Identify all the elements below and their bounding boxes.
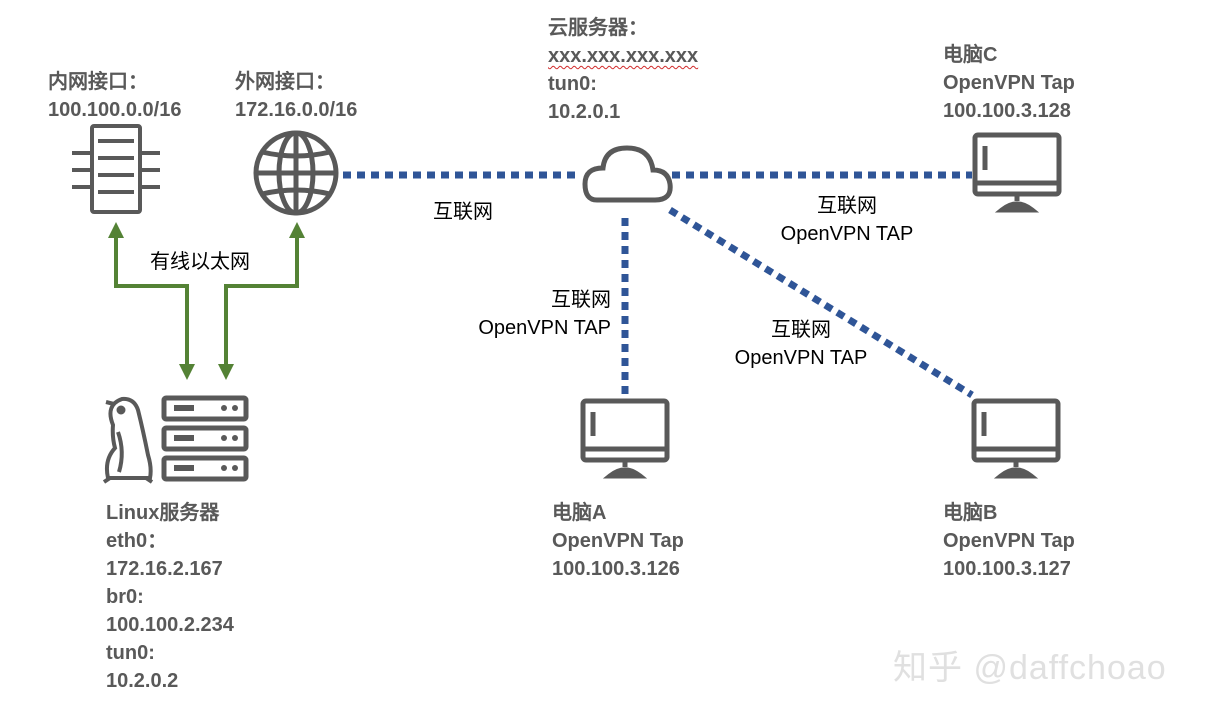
edge-label-cloud-pc-b: 互联网 OpenVPN TAP [734, 319, 868, 369]
extranet-label: 外网接口： 172.16.0.0/16 [235, 71, 358, 121]
edge-label-cloud-pc-a: 互联网 OpenVPN TAP [478, 289, 611, 339]
server-rack-icon [72, 124, 160, 214]
penguin-icon [102, 396, 154, 484]
pc-b-label: 电脑B OpenVPN Tap 100.100.3.127 [943, 502, 1075, 580]
monitor-icon-pc-b [971, 398, 1061, 479]
cloud-icon [582, 145, 673, 203]
internet-edge-label: 互联网 [433, 201, 493, 223]
ethernet-arrow-intranet [108, 222, 195, 380]
link-cloud-pc-b [668, 207, 974, 398]
cloud-server-label: 云服务器： xxx.xxx.xxx.xxx tun0: 10.2.0.1 [548, 17, 699, 123]
globe-icon [253, 130, 339, 216]
ethernet-arrow-extranet [218, 222, 305, 380]
edge-label-cloud-pc-c: 互联网 OpenVPN TAP [780, 195, 914, 245]
pc-c-label: 电脑C OpenVPN Tap 100.100.3.128 [943, 44, 1075, 122]
ethernet-edge-label: 有线以太网 [150, 251, 250, 273]
monitor-icon-pc-c [972, 132, 1062, 213]
pc-a-label: 电脑A OpenVPN Tap 100.100.3.126 [552, 502, 684, 580]
intranet-label: 内网接口： 100.100.0.0/16 [48, 71, 182, 121]
monitor-icon-pc-a [580, 398, 670, 479]
watermark: 知乎 @daffchoao [893, 649, 1167, 687]
linux-server-label: Linux服务器 eth0： 172.16.2.167 br0: 100.100… [106, 502, 234, 692]
server-stack-icon [161, 395, 249, 482]
